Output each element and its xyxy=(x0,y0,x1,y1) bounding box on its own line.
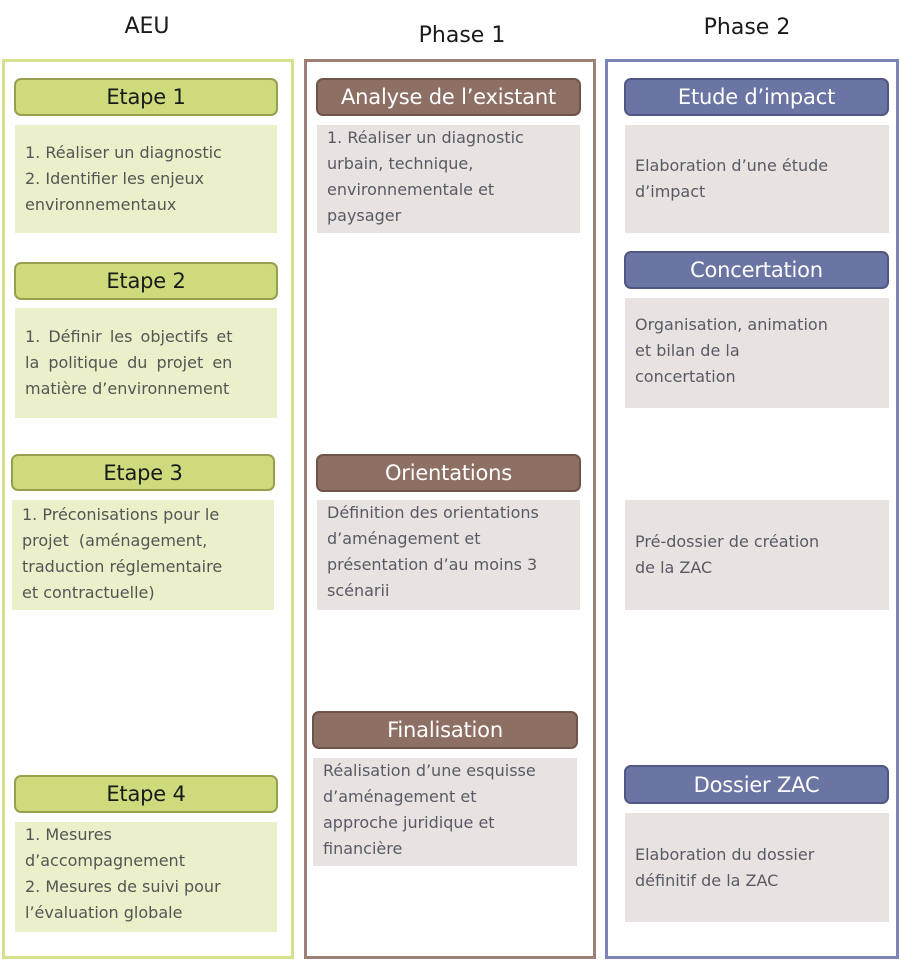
step-body-pre-dossier: Pré-dossier de création de la ZAC xyxy=(625,500,889,610)
step-line: matière d’environnement xyxy=(25,379,230,398)
step-header-etape-1: Etape 1 xyxy=(14,78,278,116)
step-body-etude-impact: Elaboration d’une étude d’impact xyxy=(625,125,889,233)
step-line: Elaboration du dossier xyxy=(635,844,815,864)
step-line: d’accompagnement xyxy=(25,851,185,870)
step-header-analyse-existant: Analyse de l’existant xyxy=(316,78,581,116)
step-line: traduction réglementaire xyxy=(22,557,223,576)
step-line: 1. Préconisations pour le xyxy=(22,505,220,524)
step-header-label: Dossier ZAC xyxy=(693,772,820,797)
step-line: Définition des orientations xyxy=(327,503,539,522)
step-line: 2. Mesures de suivi pour xyxy=(25,877,221,896)
step-body-concertation: Organisation, animation et bilan de la c… xyxy=(625,298,889,408)
step-line: environnementaux xyxy=(25,195,177,214)
column-title-phase-2: Phase 2 xyxy=(703,15,791,40)
step-line: 1. Définir les objectifs et xyxy=(25,327,233,346)
step-header-label: Analyse de l’existant xyxy=(341,85,556,109)
step-body-etape-2: 1. Définir les objectifs et la politique… xyxy=(15,308,277,418)
step-header-etape-2: Etape 2 xyxy=(14,262,278,300)
step-body-etape-3: 1. Préconisations pour le projet (aménag… xyxy=(12,500,274,610)
step-line: d’impact xyxy=(635,182,706,201)
step-body-etape-1: 1. Réaliser un diagnostic 2. Identifier … xyxy=(15,125,277,233)
step-line: et bilan de la xyxy=(635,341,740,360)
step-line: 1. Réaliser un diagnostic xyxy=(25,143,222,162)
step-header-dossier-zac: Dossier ZAC xyxy=(624,765,889,804)
step-header-orientations: Orientations xyxy=(316,454,581,492)
step-line: d’aménagement et xyxy=(327,529,481,548)
step-body-dossier-zac: Elaboration du dossier définitif de la Z… xyxy=(625,813,889,922)
step-line: présentation d’au moins 3 xyxy=(327,555,538,574)
step-header-label: Concertation xyxy=(690,258,823,282)
step-line: de la ZAC xyxy=(635,558,713,577)
step-header-label: Etape 4 xyxy=(106,782,186,806)
step-line: Réalisation d’une esquisse xyxy=(323,761,536,780)
step-body-analyse-existant: 1. Réaliser un diagnostic urbain, techni… xyxy=(317,125,580,233)
step-line: paysager xyxy=(327,206,402,225)
step-line: Organisation, animation xyxy=(635,315,828,334)
step-header-label: Etape 1 xyxy=(106,85,186,109)
step-body-etape-4: 1. Mesures d’accompagnement 2. Mesures d… xyxy=(15,822,277,932)
step-line: 1. Réaliser un diagnostic xyxy=(327,128,524,147)
step-header-etude-impact: Etude d’impact xyxy=(624,78,889,116)
step-header-etape-3: Etape 3 xyxy=(11,454,275,491)
step-line: et contractuelle) xyxy=(22,583,155,602)
step-header-label: Orientations xyxy=(384,461,513,485)
step-line: d’aménagement et xyxy=(323,787,477,806)
step-header-concertation: Concertation xyxy=(624,251,889,289)
step-line: Pré-dossier de création xyxy=(635,532,820,551)
column-title-aeu: AEU xyxy=(124,14,170,39)
step-line: projet (aménagement, xyxy=(22,531,208,550)
step-line: 2. Identifier les enjeux xyxy=(25,169,205,188)
step-line: financière xyxy=(323,839,403,858)
step-line: définitif de la ZAC xyxy=(635,870,779,890)
step-header-label: Etape 2 xyxy=(106,269,186,293)
step-line: la politique du projet en xyxy=(25,353,233,372)
column-title-phase-1: Phase 1 xyxy=(418,23,506,48)
step-line: urbain, technique, xyxy=(327,154,474,173)
step-header-label: Finalisation xyxy=(387,718,503,742)
step-header-label: Etude d’impact xyxy=(677,85,836,109)
step-line: Elaboration d’une étude xyxy=(635,156,829,175)
step-line: 1. Mesures xyxy=(25,825,112,844)
step-header-label: Etape 3 xyxy=(103,460,183,485)
step-header-finalisation: Finalisation xyxy=(312,711,578,749)
step-body-finalisation: Réalisation d’une esquisse d’aménagement… xyxy=(313,758,577,866)
step-header-etape-4: Etape 4 xyxy=(14,775,278,813)
step-line: l’évaluation globale xyxy=(25,903,183,922)
step-line: approche juridique et xyxy=(323,813,495,832)
step-body-orientations: Définition des orientations d’aménagemen… xyxy=(317,500,580,610)
step-line: scénarii xyxy=(327,581,390,600)
step-line: concertation xyxy=(635,367,736,386)
step-line: environnementale et xyxy=(327,180,495,199)
